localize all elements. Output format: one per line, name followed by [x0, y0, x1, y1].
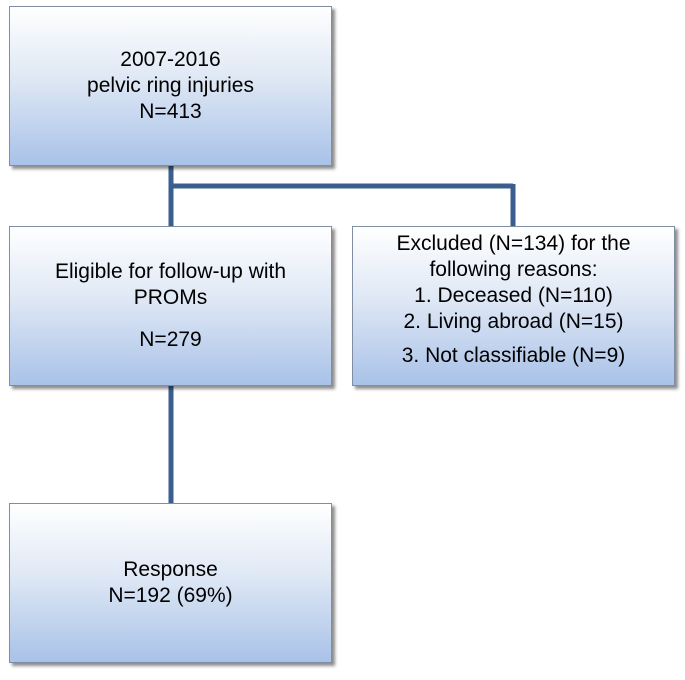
- response-label: Response: [123, 558, 218, 581]
- source-description: pelvic ring injuries: [87, 74, 254, 97]
- excluded-reason-unclassifiable: 3. Not classifiable (N=9): [401, 344, 626, 367]
- source-box: 2007-2016 pelvic ring injuries N=413: [9, 6, 332, 166]
- excluded-box: Excluded (N=134) for the following reaso…: [352, 226, 675, 386]
- excluded-heading-cont: following reasons:: [429, 258, 598, 281]
- eligible-description-cont: PROMs: [133, 286, 208, 309]
- response-box: Response N=192 (69%): [9, 503, 332, 663]
- excluded-reason-deceased: 1. Deceased (N=110): [414, 284, 613, 307]
- eligible-box: Eligible for follow-up with PROMs N=279: [9, 226, 332, 386]
- source-count: N=413: [139, 100, 202, 123]
- excluded-heading: Excluded (N=134) for the: [396, 232, 631, 255]
- excluded-reason-abroad: 2. Living abroad (N=15): [403, 310, 624, 333]
- eligible-description: Eligible for follow-up with: [54, 260, 287, 283]
- source-years: 2007-2016: [120, 48, 221, 71]
- eligible-count: N=279: [139, 328, 202, 351]
- response-count: N=192 (69%): [108, 584, 233, 607]
